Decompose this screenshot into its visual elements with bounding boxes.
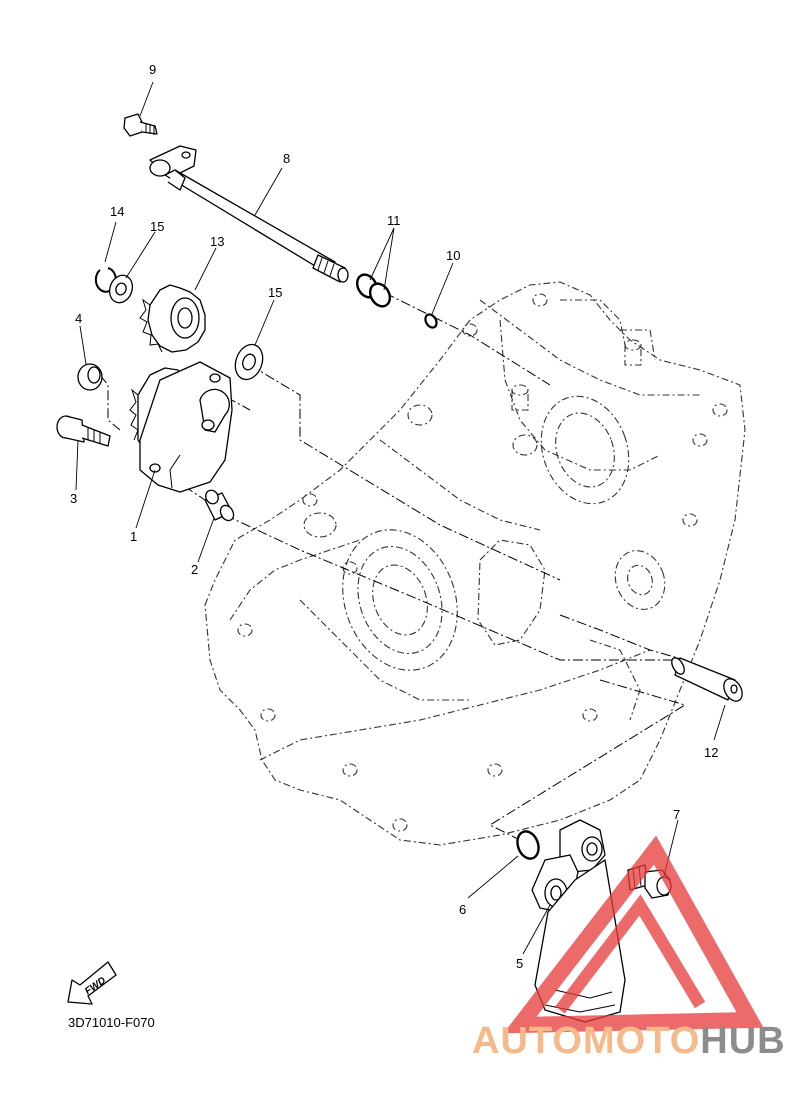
callout-3: 3 xyxy=(70,491,77,506)
fwd-arrow-icon: FWD xyxy=(67,961,117,1005)
callout-15a: 15 xyxy=(150,219,164,234)
callout-8: 8 xyxy=(283,151,290,166)
bolt-9-icon xyxy=(123,113,158,137)
callout-13: 13 xyxy=(210,234,224,249)
callout-1: 1 xyxy=(130,529,137,544)
gear-13-icon xyxy=(139,284,206,353)
callout-6: 6 xyxy=(459,902,466,917)
callout-2: 2 xyxy=(191,562,198,577)
callout-11: 11 xyxy=(387,213,401,228)
shaft-8-icon xyxy=(149,145,349,283)
callout-10: 10 xyxy=(446,248,460,263)
callout-14: 14 xyxy=(110,204,124,219)
dowel-2-icon xyxy=(204,489,235,522)
callout-4: 4 xyxy=(75,311,82,326)
bush-4-icon xyxy=(77,363,103,391)
washer-15b-icon xyxy=(234,343,264,381)
callout-7: 7 xyxy=(673,807,680,822)
callout-labels: 9 8 11 10 14 15 13 15 4 3 1 2 12 6 5 7 xyxy=(70,62,718,971)
diagram-code: 3D71010-F070 xyxy=(68,1015,155,1030)
leader-lines xyxy=(75,81,726,955)
callout-5: 5 xyxy=(516,956,523,971)
crankcase-outline xyxy=(204,281,746,846)
watermark-logo-icon xyxy=(503,835,764,1034)
watermark-text: AUTOMOTOHUB xyxy=(472,1020,786,1062)
alignment-guides xyxy=(99,292,687,841)
o-ring-6-icon xyxy=(516,830,540,860)
callout-12: 12 xyxy=(704,745,718,760)
o-ring-10-icon xyxy=(424,313,438,329)
oil-pump-1-icon xyxy=(129,361,233,493)
pin-12-icon xyxy=(671,657,743,702)
bolt-3-icon xyxy=(56,415,111,447)
washer-15a-icon xyxy=(108,274,134,304)
callout-9: 9 xyxy=(149,62,156,77)
callout-15b: 15 xyxy=(268,285,282,300)
o-rings-11-icon xyxy=(355,273,392,308)
